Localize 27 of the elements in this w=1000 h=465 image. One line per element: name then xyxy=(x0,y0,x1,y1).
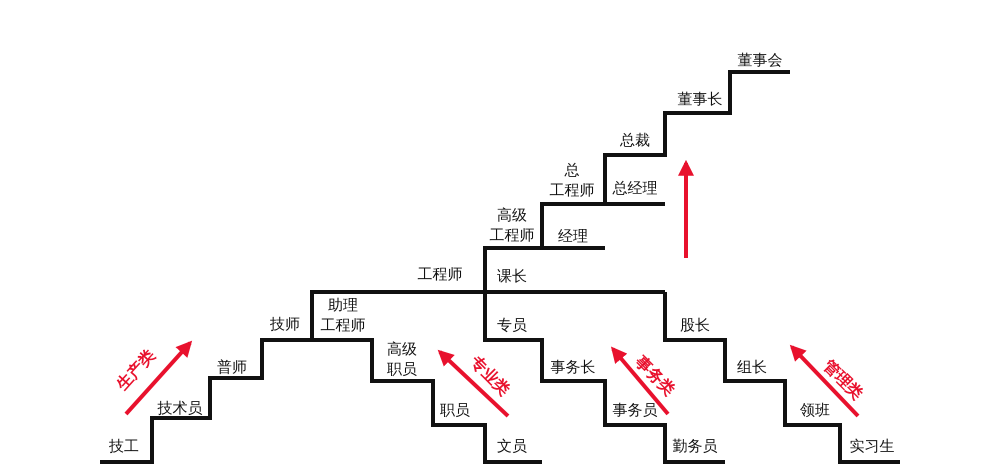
position-label: 技师 xyxy=(270,314,300,334)
position-label: 职员 xyxy=(440,400,470,420)
position-label: 高级职员 xyxy=(387,339,417,379)
position-label: 董事长 xyxy=(678,89,722,109)
position-label: 文员 xyxy=(497,436,527,456)
position-label: 普师 xyxy=(217,357,247,377)
position-label: 股长 xyxy=(680,315,710,335)
category-label: 专业类 xyxy=(466,352,514,400)
position-label: 技术员 xyxy=(158,398,202,418)
position-label: 总裁 xyxy=(620,130,650,150)
position-label: 事务员 xyxy=(612,400,658,420)
position-label: 总工程师 xyxy=(550,160,594,200)
position-label: 高级工程师 xyxy=(490,205,534,245)
position-label: 勤务员 xyxy=(672,436,718,456)
category-label: 生产类 xyxy=(113,346,159,394)
position-label: 经理 xyxy=(558,226,588,246)
position-label: 技工 xyxy=(109,436,139,456)
position-label: 专员 xyxy=(497,315,527,335)
category-label: 事务类 xyxy=(632,352,678,400)
position-label: 课长 xyxy=(497,266,527,286)
position-label: 助理工程师 xyxy=(320,295,366,335)
position-label: 实习生 xyxy=(850,436,894,456)
position-label: 总经理 xyxy=(612,178,658,198)
position-label: 组长 xyxy=(737,357,767,377)
position-label: 董事会 xyxy=(738,50,782,70)
position-label: 事务长 xyxy=(550,357,596,377)
position-label: 工程师 xyxy=(418,264,462,284)
